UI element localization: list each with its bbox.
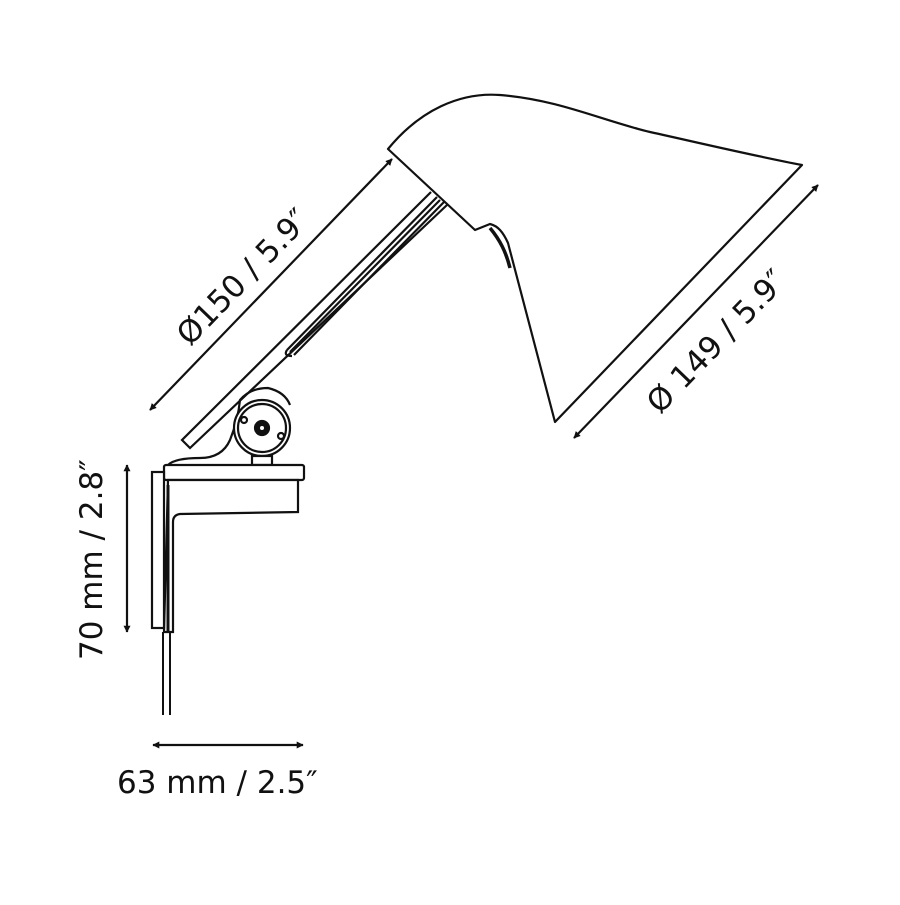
power-cord (162, 632, 171, 715)
arm-length-label: Ø150 / 5.9″ (170, 202, 317, 353)
bracket-height-label: 70 mm / 2.8″ (74, 459, 110, 660)
dimension-bracket-depth: 63 mm / 2.5″ (117, 741, 318, 801)
lamp-shade (386, 93, 804, 424)
wall-bracket (150, 463, 306, 634)
bracket-depth-label: 63 mm / 2.5″ (117, 765, 318, 801)
swivel-joint (167, 386, 292, 467)
dimension-bracket-height: 70 mm / 2.8″ (74, 459, 131, 660)
